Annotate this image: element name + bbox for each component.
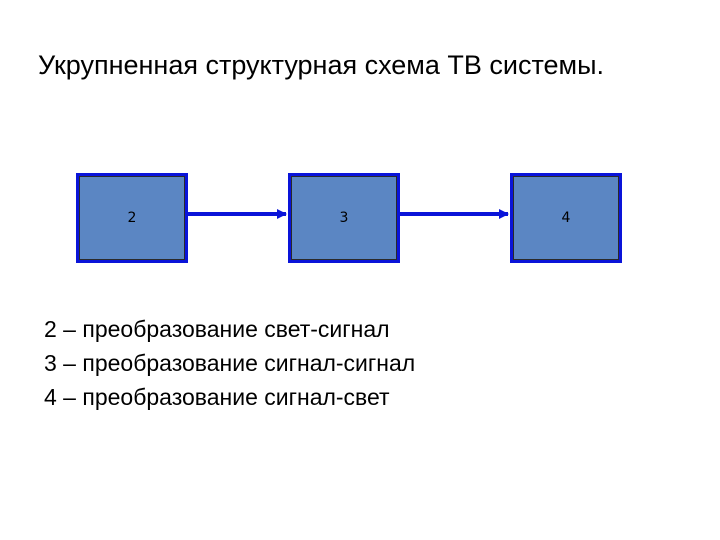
block-label: 2 — [127, 210, 137, 226]
legend-item: 4 – преобразование сигнал-свет — [44, 384, 390, 410]
legend-item: 3 – преобразование сигнал-сигнал — [44, 350, 416, 376]
legend-list: 2 – преобразование свет-сигнал 3 – преоб… — [44, 312, 415, 414]
block-3: 3 — [288, 173, 400, 263]
block-label: 4 — [561, 210, 571, 226]
block-2: 2 — [76, 173, 188, 263]
block-4: 4 — [510, 173, 622, 263]
diagram-title: Укрупненная структурная схема ТВ системы… — [38, 50, 605, 80]
legend-item: 2 – преобразование свет-сигнал — [44, 316, 390, 342]
block-label: 3 — [339, 210, 349, 226]
